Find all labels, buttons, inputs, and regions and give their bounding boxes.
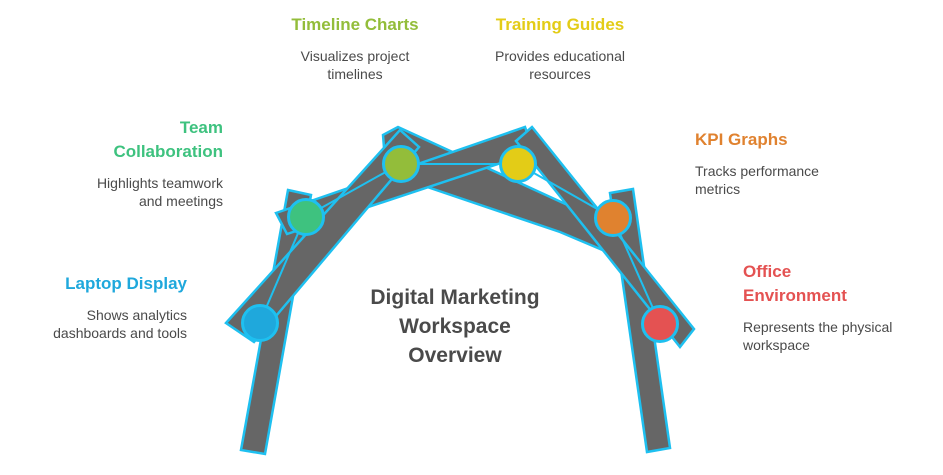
node-description: Visualizes project timelines	[270, 47, 440, 83]
node-description: Highlights teamwork and meetings	[40, 174, 223, 210]
node-training-guides	[499, 145, 537, 183]
node-title: Training Guides	[495, 15, 625, 34]
node-timeline-charts	[382, 145, 420, 183]
title-line: Team	[179, 118, 223, 137]
desc-line: dashboards and tools	[53, 325, 187, 341]
desc-line: Shows analytics	[86, 307, 187, 323]
node-title: Team Collaboration	[40, 116, 223, 164]
label-timeline-charts: Timeline Charts Visualizes project timel…	[270, 13, 440, 83]
title-line: Collaboration	[113, 142, 223, 161]
node-title: Office Environment	[743, 260, 938, 308]
node-description: Shows analytics dashboards and tools	[20, 306, 187, 342]
node-kpi-graphs	[594, 199, 632, 237]
desc-line: Tracks performance	[695, 163, 819, 179]
desc-line: resources	[529, 66, 591, 82]
node-description: Tracks performance metrics	[695, 162, 895, 198]
desc-line: Provides educational	[495, 48, 625, 64]
title-line: Office	[743, 262, 792, 281]
connector-line	[612, 217, 661, 325]
label-laptop-display: Laptop Display Shows analytics dashboard…	[20, 272, 187, 342]
label-office-environment: Office Environment Represents the physic…	[743, 260, 938, 354]
node-description: Provides educational resources	[470, 47, 650, 83]
node-title: Timeline Charts	[291, 15, 419, 34]
node-title: KPI Graphs	[695, 130, 788, 149]
node-description: Represents the physical workspace	[743, 318, 938, 354]
node-team-collaboration	[287, 198, 325, 236]
desc-line: Represents the physical	[743, 319, 893, 335]
desc-line: timelines	[327, 66, 383, 82]
desc-line: and meetings	[138, 193, 223, 209]
label-kpi-graphs: KPI Graphs Tracks performance metrics	[695, 128, 895, 198]
center-title-line: Workspace	[399, 315, 511, 338]
node-title: Laptop Display	[65, 274, 187, 293]
label-team-collaboration: Team Collaboration Highlights teamwork a…	[40, 116, 223, 210]
center-title-line: Digital Marketing	[370, 286, 540, 309]
label-training-guides: Training Guides Provides educational res…	[470, 13, 650, 83]
bar-training-office	[514, 125, 696, 350]
node-office-environment	[641, 305, 679, 343]
center-title: Digital Marketing Workspace Overview	[330, 283, 580, 370]
node-laptop-display	[241, 304, 279, 342]
desc-line: workspace	[743, 337, 810, 353]
desc-line: Visualizes project	[300, 48, 410, 64]
connector-line	[259, 216, 306, 323]
center-title-line: Overview	[408, 344, 502, 367]
desc-line: metrics	[695, 181, 741, 197]
title-line: Environment	[743, 286, 847, 305]
desc-line: Highlights teamwork	[96, 175, 223, 191]
